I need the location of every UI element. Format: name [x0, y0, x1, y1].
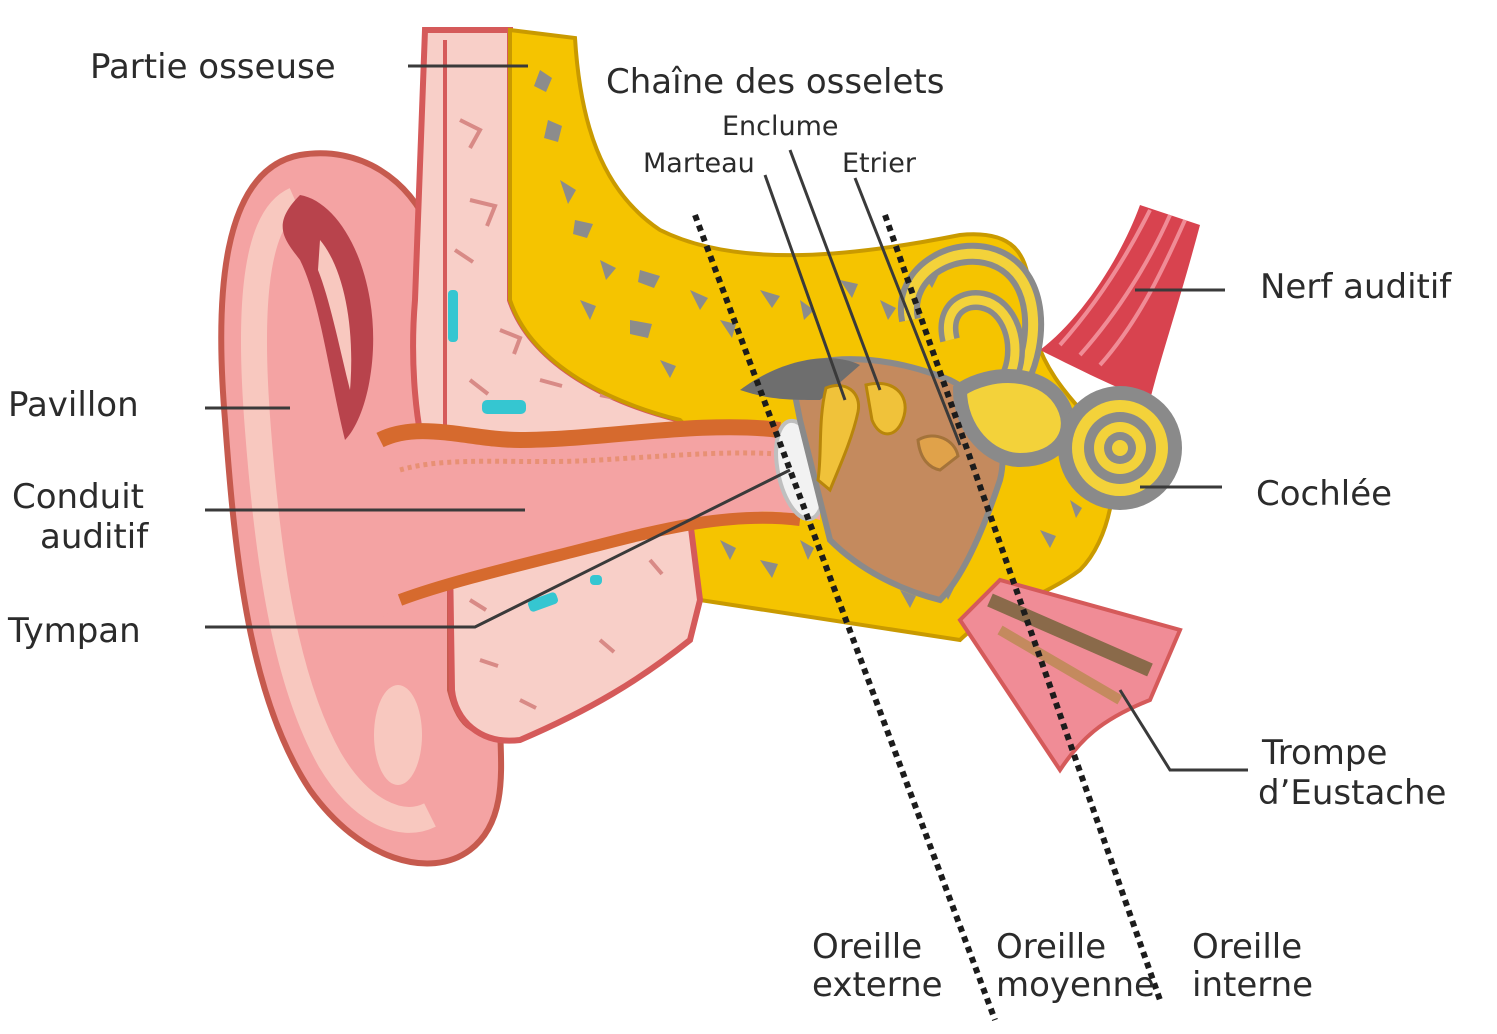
label-oreille-externe-line1: Oreille	[812, 927, 922, 967]
label-conduit-line2: auditif	[40, 517, 149, 557]
label-tympan: Tympan	[7, 611, 141, 651]
ear-canal	[376, 419, 820, 620]
label-trompe-line2: d’Eustache	[1258, 773, 1446, 813]
label-oreille-interne-line2: interne	[1192, 965, 1313, 1005]
label-oreille-externe-line2: externe	[812, 965, 943, 1005]
label-conduit-line1: Conduit	[12, 477, 144, 517]
label-oreille-moyenne-line2: moyenne	[996, 965, 1155, 1005]
label-etrier: Etrier	[842, 148, 917, 179]
label-chaine-osselets: Chaîne des osselets	[606, 62, 944, 102]
label-oreille-moyenne-line1: Oreille	[996, 927, 1106, 967]
label-cochlee: Cochlée	[1256, 474, 1392, 514]
label-pavillon: Pavillon	[8, 385, 139, 425]
eustachian-tube	[957, 577, 1183, 774]
ossicle-malleus	[816, 384, 861, 493]
leader-lines	[205, 64, 1248, 772]
ossicle-stapes	[916, 434, 960, 472]
label-marteau: Marteau	[643, 148, 755, 179]
pinna	[218, 150, 505, 867]
label-oreille-interne-line1: Oreille	[1192, 927, 1302, 967]
separator-middle-inner	[882, 214, 1163, 1001]
inner-ear	[897, 242, 1182, 510]
label-enclume: Enclume	[722, 111, 839, 142]
earlobe-highlight	[374, 685, 422, 785]
auditory-nerve	[1040, 205, 1200, 400]
ossicle-incus	[864, 381, 907, 436]
label-partie-osseuse: Partie osseuse	[90, 47, 336, 87]
cochlea	[1058, 386, 1182, 510]
label-nerf-auditif: Nerf auditif	[1260, 267, 1452, 307]
separator-outer-middle	[692, 213, 998, 1022]
label-trompe-line1: Trompe	[1261, 733, 1387, 773]
temporal-bone-lower	[446, 516, 704, 744]
